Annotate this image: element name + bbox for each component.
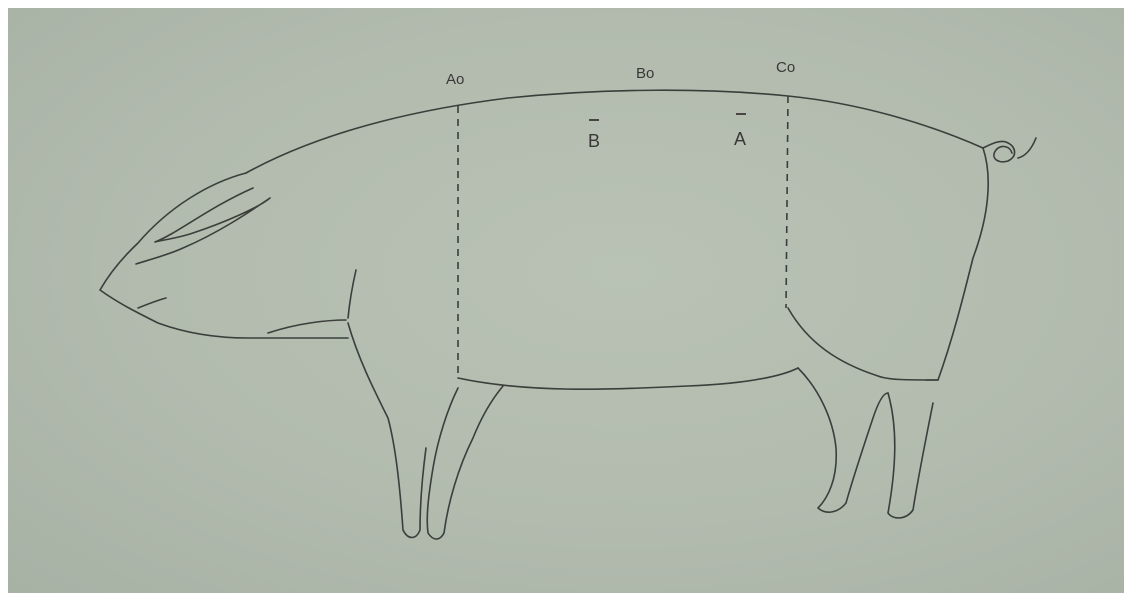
- pig-line-drawing: [8, 8, 1124, 593]
- pig-rump-outline: [788, 148, 988, 380]
- arrow-over-b: [589, 119, 599, 121]
- pig-tail-outline: [983, 138, 1036, 162]
- pig-back-outline: [246, 90, 983, 173]
- label-a0: Ao: [446, 72, 464, 87]
- label-c0: Co: [776, 60, 795, 75]
- pig-mouth-line: [138, 298, 166, 308]
- label-b0: Bo: [636, 66, 654, 81]
- pig-hind-leg-left: [798, 368, 888, 512]
- arrow-over-a: [736, 113, 746, 115]
- pig-jowl-outline: [268, 320, 346, 333]
- pig-front-leg-right: [427, 386, 503, 539]
- label-a: A: [734, 130, 746, 148]
- paper-sheet: Ao Bo Co B A: [8, 8, 1124, 593]
- line-c0: [786, 96, 788, 308]
- pig-belly-outline: [458, 368, 798, 389]
- pig-shoulder-line: [348, 270, 356, 318]
- pig-front-leg-left: [348, 323, 426, 538]
- pig-hind-leg-right: [888, 380, 938, 518]
- pig-ear-outline: [136, 188, 270, 264]
- label-b: B: [588, 132, 600, 150]
- pig-head-outline: [100, 173, 348, 338]
